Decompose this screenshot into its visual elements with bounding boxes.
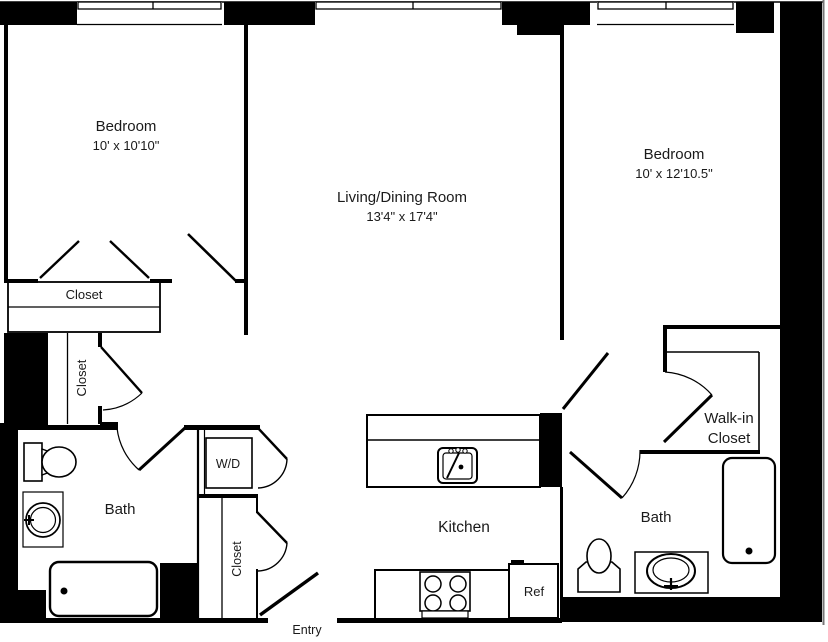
kitchen-label: Kitchen bbox=[438, 519, 490, 536]
kitchen-counter bbox=[374, 569, 509, 618]
bedroom-right-dims: 10' x 12'10.5" bbox=[635, 166, 713, 181]
washer-dryer-icon: W/D bbox=[205, 437, 253, 489]
closet-bifold-door bbox=[39, 240, 80, 279]
bedroom-left-door bbox=[187, 233, 237, 282]
bathtub-left-icon bbox=[48, 560, 159, 618]
walls bbox=[0, 0, 825, 625]
stove-icon bbox=[419, 571, 471, 619]
bath-left-door bbox=[116, 425, 188, 472]
sink-left-icon bbox=[22, 491, 64, 548]
refrigerator-label: Ref bbox=[524, 584, 545, 599]
windows bbox=[77, 1, 734, 26]
living-dining-dims: 13'4" x 17'4" bbox=[366, 209, 438, 224]
toilet-left-icon bbox=[23, 442, 77, 482]
window-bedroom-right bbox=[597, 1, 734, 26]
walk-in-closet-label-line2: Closet bbox=[708, 430, 751, 447]
linen-closet-bifold-door bbox=[256, 511, 288, 572]
bath-left-label: Bath bbox=[105, 501, 136, 518]
refrigerator-icon: Ref bbox=[508, 560, 559, 619]
closet-structures bbox=[7, 281, 760, 618]
living-dining-label: Living/Dining Room bbox=[337, 189, 467, 206]
walk-in-closet-door bbox=[662, 371, 714, 444]
sink-right-icon bbox=[634, 551, 709, 594]
entry-label: Entry bbox=[292, 623, 322, 637]
kitchen-sink-icon bbox=[437, 447, 478, 484]
window-bedroom-left bbox=[77, 1, 222, 26]
bathtub-right-icon bbox=[721, 456, 777, 565]
closet-linen-label: Closet bbox=[230, 541, 244, 577]
doors bbox=[39, 233, 714, 617]
toilet-right-icon bbox=[577, 538, 621, 593]
closet-bedroom-label: Closet bbox=[66, 287, 103, 302]
bedroom-right-door bbox=[561, 352, 610, 410]
room-labels: Bedroom 10' x 10'10" Living/Dining Room … bbox=[66, 118, 754, 637]
bath-right-label: Bath bbox=[641, 509, 672, 526]
closet-hall-label: Closet bbox=[74, 359, 89, 396]
washer-dryer-label: W/D bbox=[216, 457, 240, 471]
bedroom-right-label: Bedroom bbox=[644, 146, 705, 163]
closet-bifold-door bbox=[109, 240, 150, 279]
hall-closet-door bbox=[100, 346, 143, 411]
window-living bbox=[315, 1, 502, 25]
entry-door bbox=[259, 571, 319, 617]
kitchen-island bbox=[366, 414, 541, 488]
walk-in-closet-label-line1: Walk-in bbox=[704, 410, 753, 427]
bedroom-left-dims: 10' x 10'10" bbox=[93, 138, 160, 153]
bedroom-left-label: Bedroom bbox=[96, 118, 157, 135]
wd-bifold-door bbox=[256, 426, 288, 489]
bath-right-door bbox=[569, 449, 641, 500]
